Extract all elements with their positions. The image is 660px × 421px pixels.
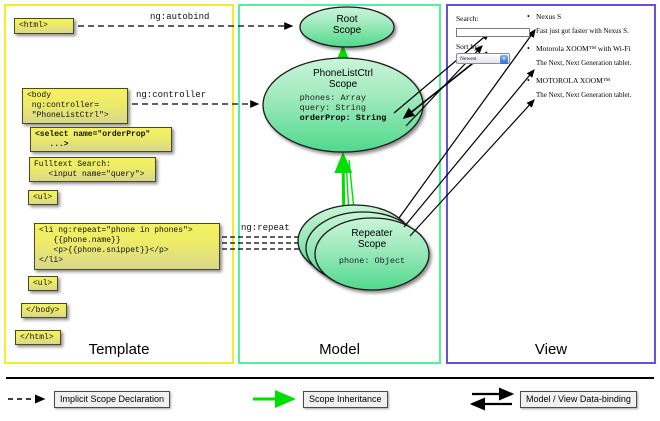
legend-implicit-scope: Implicit Scope Declaration bbox=[54, 389, 171, 408]
legend-scope-inheritance-label: Scope Inheritance bbox=[303, 391, 388, 408]
phone-snippet: Fast just got faster with Nexus S. bbox=[536, 27, 629, 35]
legend-scope-inheritance: Scope Inheritance bbox=[303, 389, 388, 408]
legend-data-binding: Model / View Data-binding bbox=[520, 389, 637, 408]
connector-label-ng-autobind: ng:autobind bbox=[150, 12, 210, 22]
list-item: MOTOROLA XOOM™ The Next, Next Generation… bbox=[527, 76, 653, 100]
sort-by-label: Sort by: bbox=[456, 42, 480, 51]
search-label: Search: bbox=[456, 14, 479, 23]
code-box-ul-open: <ul> bbox=[28, 190, 58, 205]
sort-by-selected-value: Newest bbox=[460, 56, 477, 62]
code-box-li-repeat: <li ng:repeat="phone in phones"> {{phone… bbox=[34, 223, 220, 270]
code-box-fulltext-search: Fulltext Search: <input name="query"> bbox=[29, 157, 156, 182]
phone-snippet: The Next, Next Generation tablet. bbox=[536, 91, 632, 99]
phone-name[interactable]: Motorola XOOM™ with Wi-Fi bbox=[527, 44, 653, 54]
panel-template-title: Template bbox=[88, 341, 150, 358]
view-search-form: Search: Sort by: Newest ▾ bbox=[456, 14, 534, 64]
code-box-select: <select name="orderProp" ...> bbox=[30, 127, 172, 152]
phone-name[interactable]: Nexus S bbox=[527, 12, 653, 22]
code-box-html-open: <html> bbox=[14, 18, 74, 34]
phone-snippet: The Next, Next Generation tablet. bbox=[536, 59, 632, 67]
list-item: Motorola XOOM™ with Wi-Fi The Next, Next… bbox=[527, 44, 653, 68]
code-box-body-open: <body ng:controller= "PhoneListCtrl"> bbox=[22, 88, 128, 124]
code-box-ul-close: <ul> bbox=[28, 276, 58, 291]
legend-implicit-scope-label: Implicit Scope Declaration bbox=[54, 391, 171, 408]
phone-name[interactable]: MOTOROLA XOOM™ bbox=[527, 76, 653, 86]
legend-data-binding-label: Model / View Data-binding bbox=[520, 391, 637, 408]
panel-view-title: View bbox=[534, 341, 568, 358]
connector-label-ng-controller: ng:controller bbox=[136, 90, 207, 100]
code-box-body-close: </body> bbox=[21, 303, 67, 318]
sort-by-select[interactable]: Newest ▾ bbox=[456, 53, 510, 64]
connector-label-ng-repeat: ng:repeat bbox=[241, 223, 290, 233]
chevron-down-icon[interactable]: ▾ bbox=[500, 55, 508, 64]
list-item: Nexus S Fast just got faster with Nexus … bbox=[527, 12, 653, 36]
search-input[interactable] bbox=[456, 28, 530, 37]
phone-list: Nexus S Fast just got faster with Nexus … bbox=[527, 12, 653, 108]
code-box-html-close: </html> bbox=[15, 330, 61, 345]
panel-model-title: Model bbox=[319, 341, 360, 358]
legend-divider bbox=[6, 377, 654, 379]
panel-model: Model bbox=[238, 4, 441, 364]
